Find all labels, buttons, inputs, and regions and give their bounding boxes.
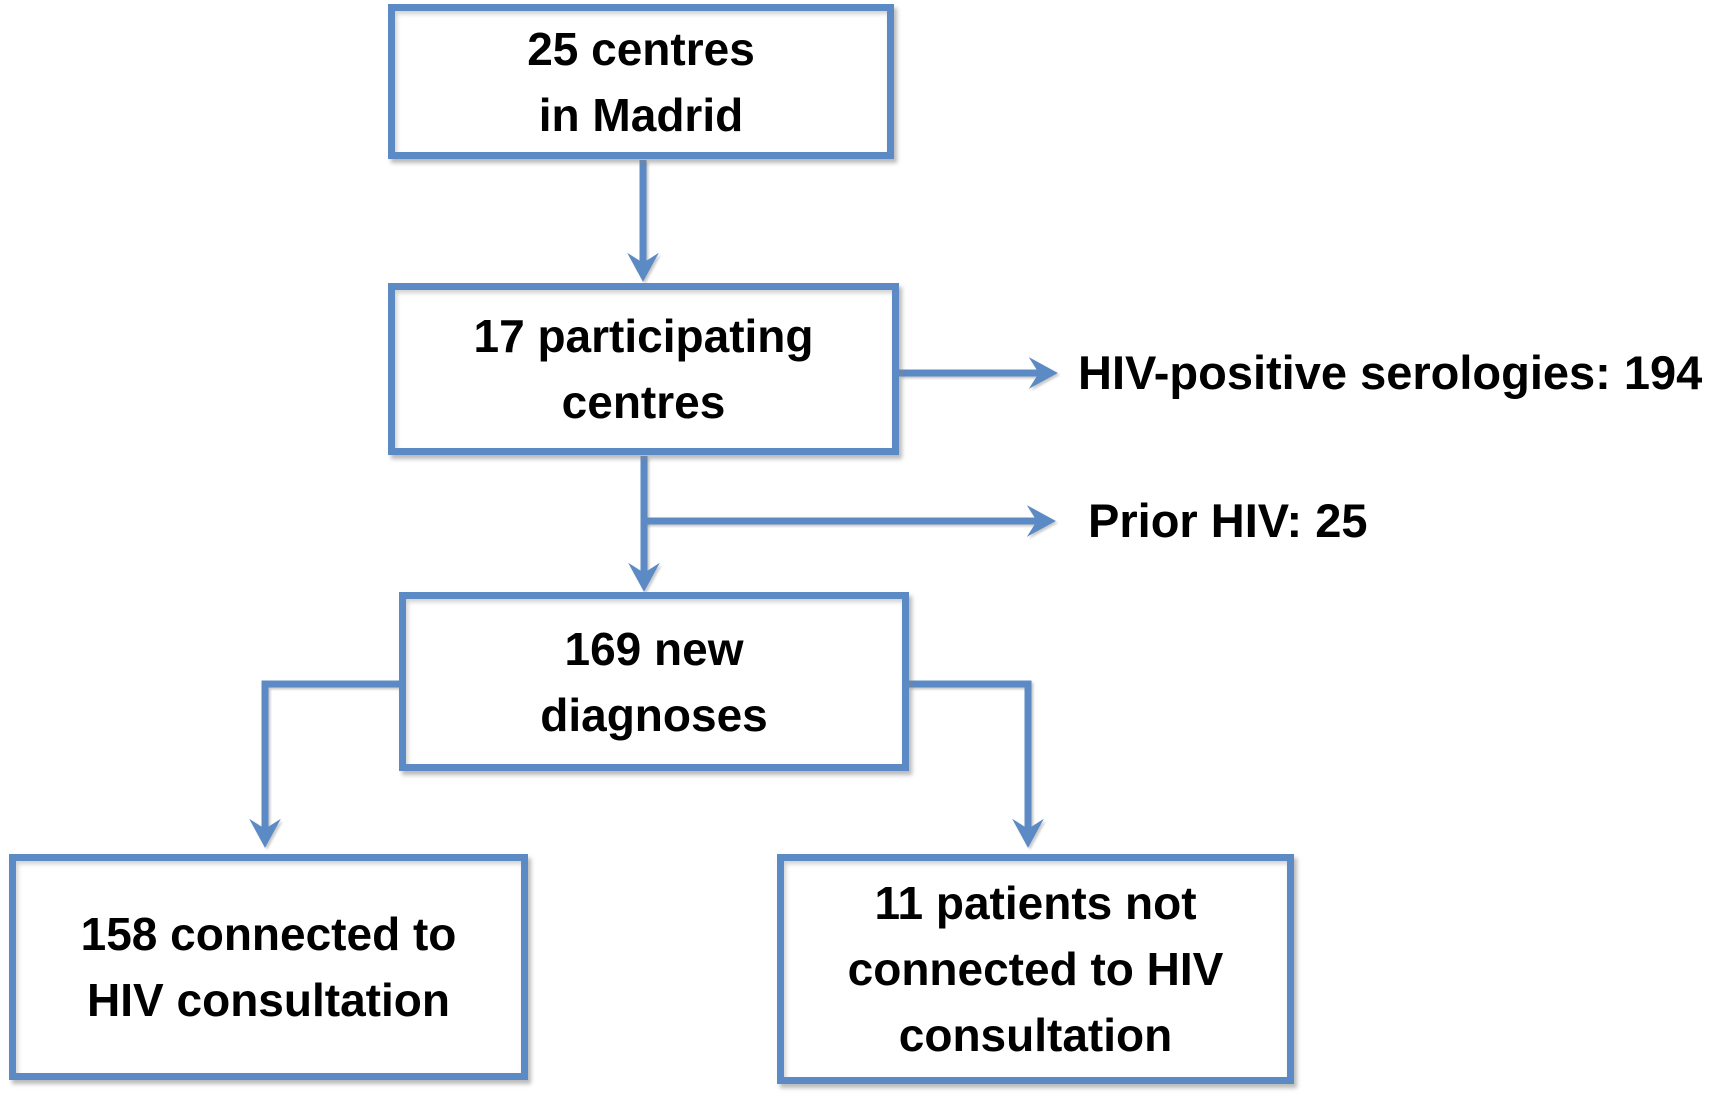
node-not-connected-consultation: 11 patients not connected to HIV consult… (777, 854, 1294, 1084)
node-line: diagnoses (540, 688, 768, 741)
node-new-diagnoses: 169 new diagnoses (399, 592, 909, 771)
arrow-diagnoses-to-connected (249, 680, 400, 848)
node-line: 25 centres (527, 22, 755, 75)
annotation-prior-hiv: Prior HIV: 25 (1088, 494, 1368, 547)
annotation-hiv-positive-serologies: HIV-positive serologies: 194 (1078, 346, 1703, 399)
node-line: HIV consultation (87, 974, 450, 1026)
node-line: connected to HIV (847, 943, 1224, 995)
node-line: 11 patients not (874, 877, 1197, 929)
node-line: 158 connected to (80, 908, 457, 960)
node-line: 169 new (564, 622, 744, 675)
arrow-diagnoses-to-not-connected (908, 680, 1044, 848)
node-line: 17 participating (473, 310, 814, 362)
node-connected-consultation: 158 connected to HIV consultation (9, 854, 528, 1080)
node-line: consultation (898, 1009, 1173, 1061)
node-line: in Madrid (538, 88, 744, 141)
node-line: centres (561, 376, 726, 428)
node-participating-centres: 17 participating centres (388, 283, 899, 455)
node-centres-in-madrid: 25 centres in Madrid (388, 4, 894, 159)
